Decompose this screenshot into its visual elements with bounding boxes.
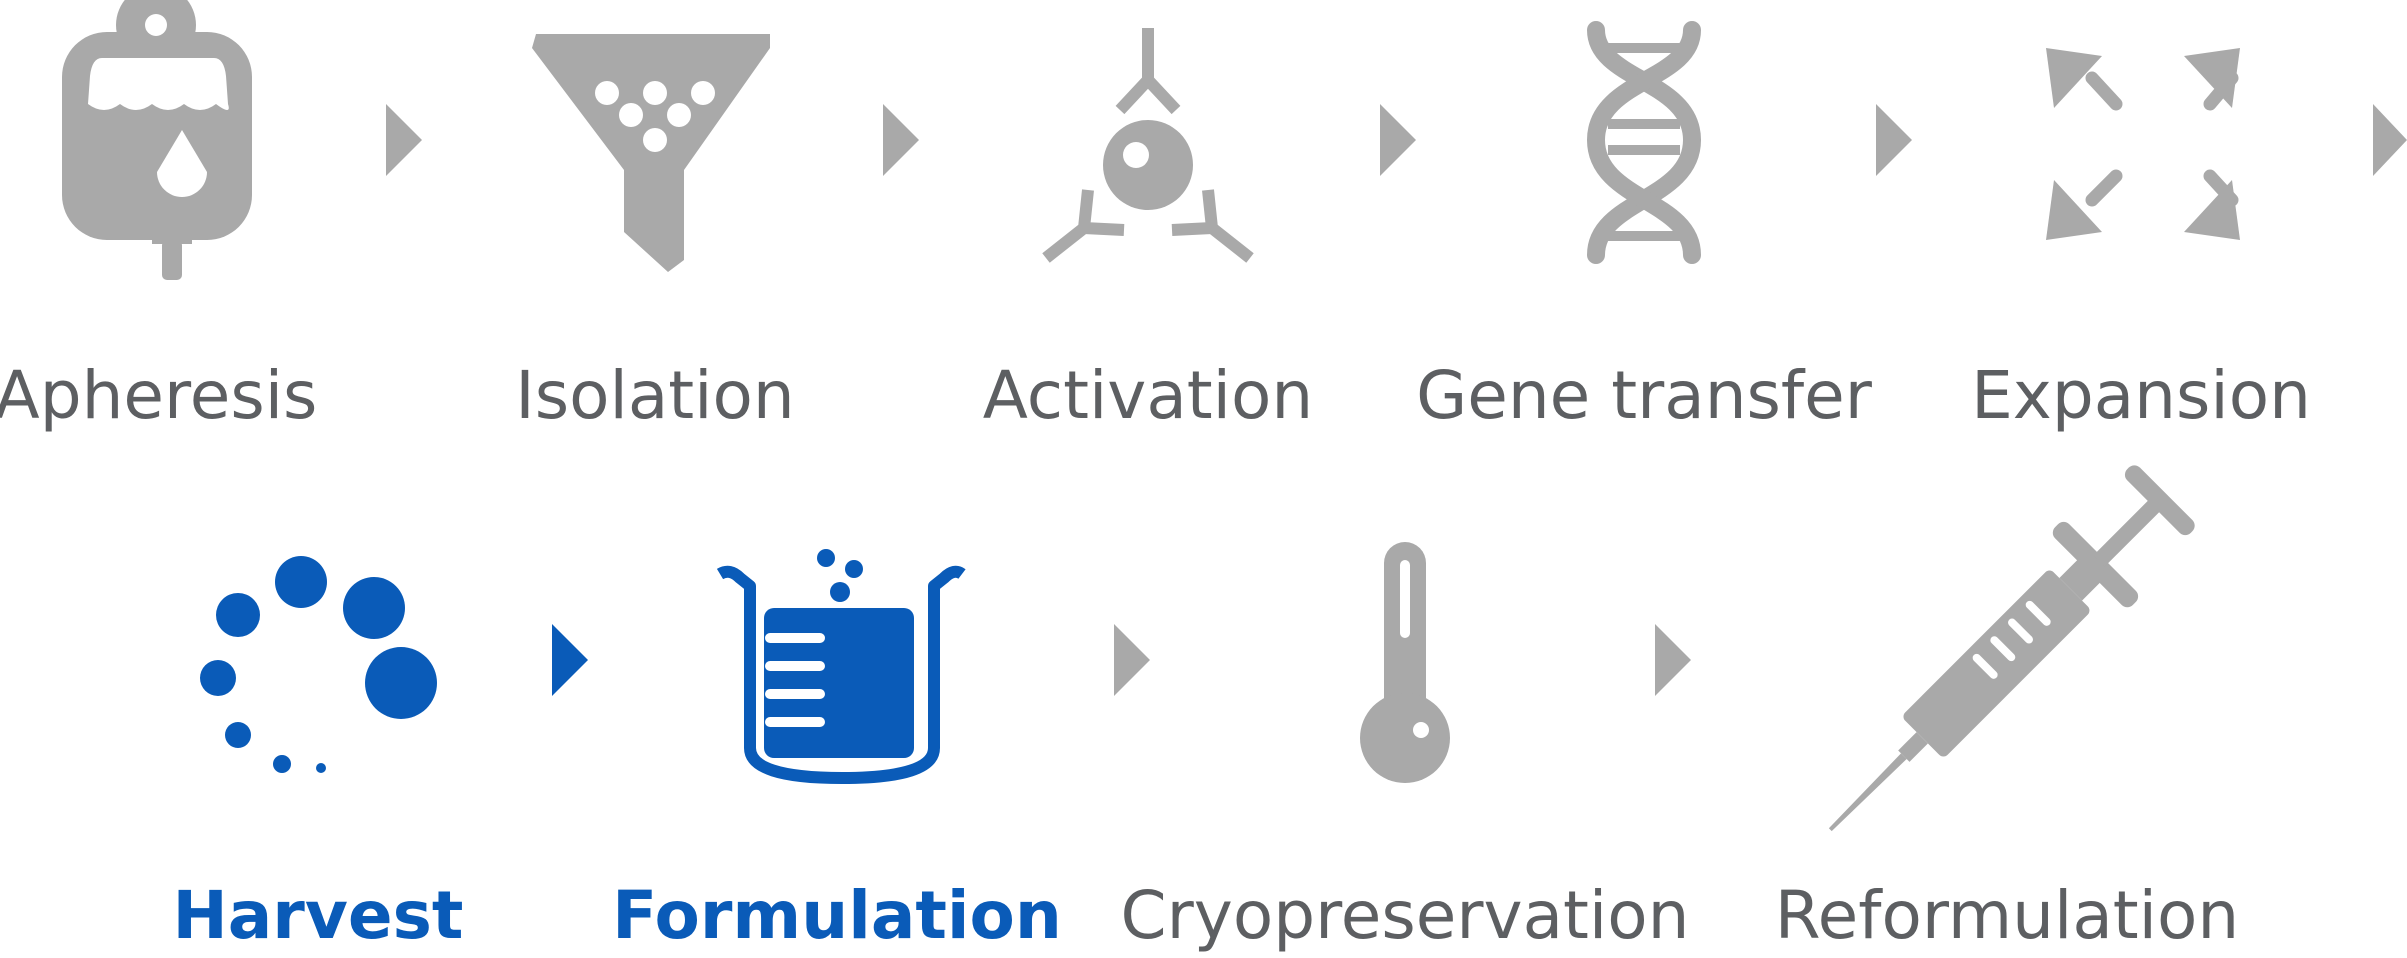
- funnel-icon: [532, 34, 770, 272]
- cells-loading-icon: [200, 556, 437, 773]
- flow-arrow: [1114, 624, 1150, 696]
- expand-arrows-icon: [2046, 48, 2240, 240]
- step-label-cryopreservation: Cryopreservation: [1120, 877, 1690, 954]
- flow-arrow: [1380, 104, 1416, 176]
- step-label-harvest: Harvest: [172, 877, 464, 954]
- antibody-cell-icon: [1042, 28, 1254, 263]
- step-label-apheresis: Apheresis: [0, 357, 318, 434]
- thermometer-icon: [1360, 542, 1450, 783]
- flow-arrow: [883, 104, 919, 176]
- step-label-expansion: Expansion: [1971, 357, 2311, 434]
- step-label-gene-transfer: Gene transfer: [1416, 357, 1872, 434]
- flow-arrow: [1655, 624, 1691, 696]
- dna-icon: [1586, 21, 1702, 264]
- syringe-icon: [1828, 465, 2195, 832]
- step-label-isolation: Isolation: [515, 357, 795, 434]
- flow-arrow: [1876, 104, 1912, 176]
- flow-arrow: [386, 104, 422, 176]
- beaker-icon: [716, 549, 966, 784]
- step-label-formulation: Formulation: [612, 877, 1062, 954]
- step-label-activation: Activation: [982, 357, 1314, 434]
- flow-arrow: [2373, 104, 2407, 176]
- blood-bag-icon: [62, 0, 252, 280]
- flow-arrow: [552, 624, 588, 696]
- step-label-reformulation: Reformulation: [1774, 877, 2240, 954]
